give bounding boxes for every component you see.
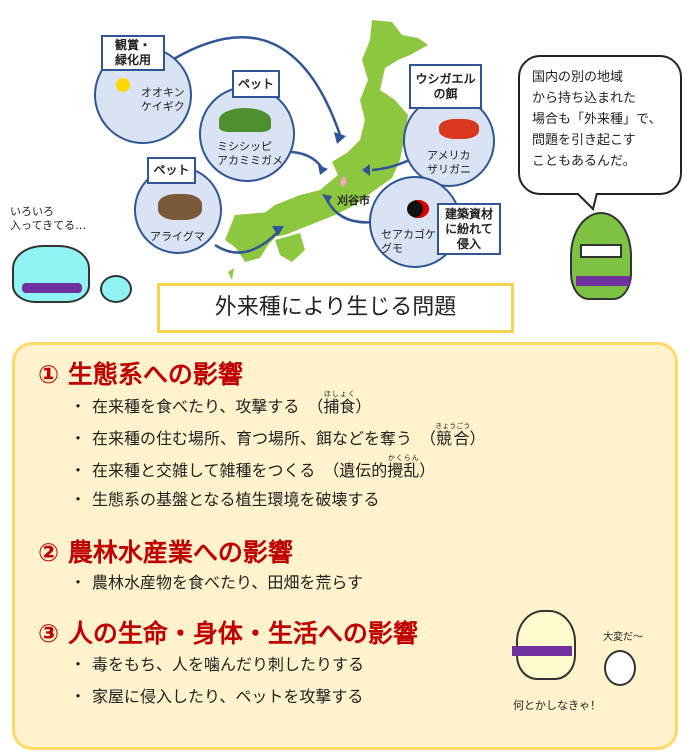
- section-heading-human-life: ③ 人の生命・身体・生活への影響: [38, 619, 418, 648]
- list-item: ・農林水産物を食べたり、田畑を荒らす: [70, 573, 364, 592]
- problems-panel: [12, 342, 678, 750]
- scarf-icon: [576, 276, 630, 286]
- list-item: ・生態系の基盤となる植生環境を破壊する: [70, 490, 380, 509]
- bird-character: [604, 650, 636, 686]
- section-heading-ecosystem: ① 生態系への影響: [38, 360, 243, 389]
- city-label: 刈谷市: [337, 194, 370, 207]
- bubble-tail: [576, 193, 598, 211]
- list-item: ・家屋に侵入したり、ペットを攻撃する: [70, 687, 364, 706]
- redback-spider-icon: [407, 200, 429, 218]
- bird-character: [100, 275, 132, 303]
- scarf-icon: [512, 646, 572, 656]
- speech-bubble: 国内の別の地域 から持ち込まれた 場合も「外来種」で、 問題を引き起こす ことも…: [518, 55, 682, 195]
- source-circle-turtle: ミシシッピ アカミミガメ: [199, 86, 295, 182]
- source-tag: ペット: [232, 70, 280, 98]
- species-label: ミシシッピ アカミミガメ: [217, 140, 283, 167]
- rabbit-speech: 何とかしなきゃ！: [513, 699, 601, 712]
- source-circle-crayfish: アメリカ ザリガニ: [403, 95, 495, 187]
- japan-main-island: [245, 20, 428, 238]
- source-tag: ウシガエル の餌: [409, 64, 482, 109]
- glasses-icon: [580, 244, 622, 258]
- japan-map: [171, 20, 428, 280]
- species-label: セアカゴケ グモ: [381, 228, 436, 255]
- page-title: 外来種により生じる問題: [157, 283, 514, 333]
- mascot-character: [570, 212, 632, 300]
- rabbit-character: [12, 245, 90, 303]
- source-tag: ペット: [147, 157, 196, 184]
- list-item: ・在来種の住む場所、育つ場所、餌などを奪う （競合きょうごう）: [70, 422, 486, 448]
- bird-speech: 大変だ～: [603, 632, 643, 643]
- species-label: アメリカ ザリガニ: [427, 149, 471, 176]
- species-label: アライグマ: [150, 230, 205, 243]
- dandelion-flower-icon: [116, 78, 130, 92]
- source-tag: 観賞・ 緑化用: [101, 35, 165, 71]
- kariya-marker: [340, 176, 347, 186]
- section-heading-agriculture: ② 農林水産業への影響: [38, 538, 293, 567]
- left-caption: いろいろ 入ってきてる…: [10, 205, 87, 232]
- crayfish-icon: [439, 119, 479, 139]
- japan-shikoku-kyushu: [225, 212, 305, 262]
- source-tag: 建築資材 に紛れて 侵入: [437, 203, 501, 255]
- list-item: ・在来種を食べたり、攻撃する （捕食ほしょく）: [70, 390, 372, 416]
- worried-rabbit-character: [512, 610, 576, 680]
- list-item: ・在来種と交雑して雑種をつくる （遺伝的攪乱かくらん）: [70, 454, 436, 480]
- raccoon-icon: [158, 194, 202, 220]
- list-item: ・毒をもち、人を噛んだり刺したりする: [70, 655, 365, 674]
- species-label: オオキン ケイギク: [141, 86, 185, 113]
- turtle-icon: [219, 108, 271, 132]
- scarf-icon: [22, 283, 82, 293]
